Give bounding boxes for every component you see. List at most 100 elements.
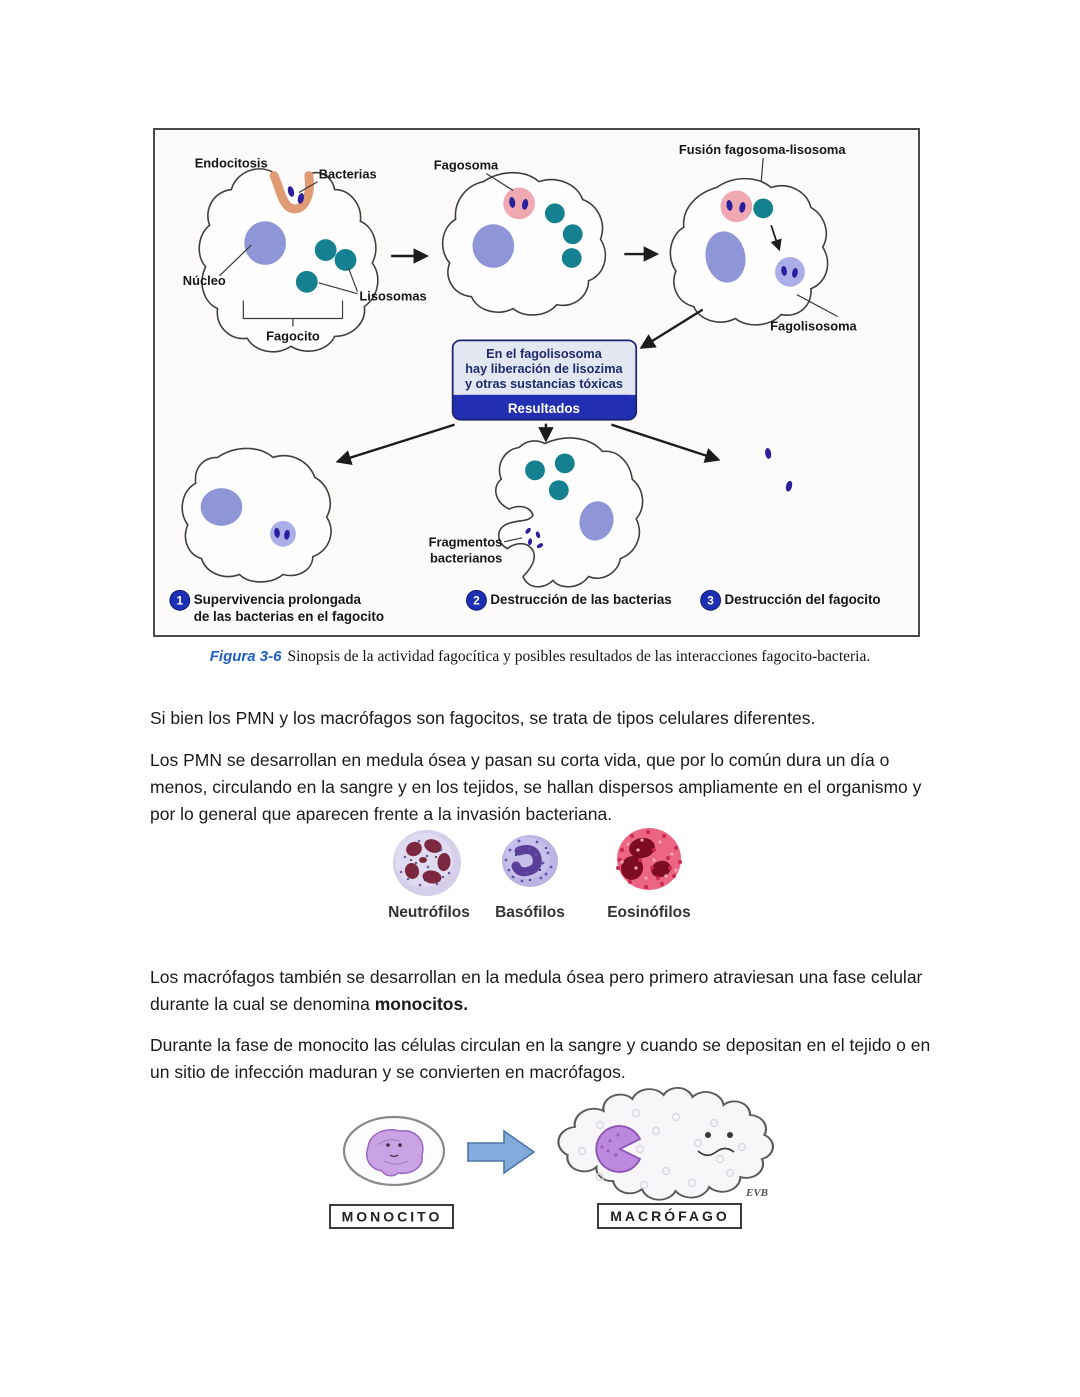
basophil-label: Basófilos — [495, 904, 565, 921]
phagosome — [503, 187, 536, 220]
legend-badge-1 — [169, 589, 191, 611]
outcome-cell-survival — [181, 447, 332, 583]
bacterium — [726, 199, 733, 211]
macrophage-cell: EVB — [557, 1086, 775, 1201]
fragmentos-label-line2: bacterianos — [430, 551, 502, 566]
monocitos-bold-term: monocitos. — [374, 993, 469, 1014]
svg-text:2: 2 — [473, 594, 480, 608]
svg-text:MACRÓFAGO: MACRÓFAGO — [610, 1207, 730, 1224]
fagolisosoma-label: Fagolisosoma — [770, 318, 857, 333]
lysosome — [314, 239, 337, 261]
lysosome — [562, 224, 583, 245]
fagocito-bracket — [242, 300, 344, 327]
arrow-cell3-to-box — [639, 308, 704, 349]
fagosoma-leader-line — [486, 173, 514, 192]
lysosome — [334, 249, 357, 271]
outcome-cell-destruction: Fragmentos bacterianos — [429, 437, 644, 588]
nucleo-leader-line — [219, 244, 252, 277]
legend-2-line1: Destrucción de las bacterias — [490, 592, 671, 607]
macrophage-nucleus — [595, 1125, 642, 1173]
result-box-line1: En el fagolisosoma — [486, 347, 603, 361]
eosinophil-cell — [616, 828, 682, 890]
figure-number-label: Figura 3-6 — [209, 648, 282, 665]
phagosome — [720, 190, 753, 223]
fusion-arrow — [770, 224, 782, 252]
figure-caption-text: Sinopsis de la actividad fagocítica y po… — [287, 648, 871, 665]
svg-text:MONOCITO: MONOCITO — [342, 1209, 443, 1225]
neutrophil-cell — [393, 830, 461, 896]
outcome-free-bacteria — [765, 448, 793, 492]
vacuole-with-bacteria — [270, 520, 296, 547]
lysosome — [295, 270, 318, 293]
nucleus — [200, 488, 243, 526]
svg-text:1: 1 — [177, 594, 184, 608]
basophil-cell — [502, 835, 558, 887]
phagolysosome — [775, 256, 805, 287]
macrophage-nucleus-dots — [600, 1133, 620, 1157]
result-box: En el fagolisosoma hay liberación de lis… — [451, 339, 638, 421]
legend-badge-3 — [700, 589, 722, 611]
bacterium — [284, 529, 290, 540]
nucleus — [579, 501, 614, 541]
fusion-leader-line — [760, 157, 764, 182]
bacterium — [781, 265, 787, 276]
bacterium — [765, 448, 772, 459]
phagocyte-cell-3: Fusión fagosoma-lisosoma Fagolisosoma — [669, 142, 858, 333]
legend-badge-2 — [466, 589, 487, 611]
lysosome — [544, 203, 565, 224]
lysosome — [525, 460, 545, 481]
fagocito-label: Fagocito — [266, 328, 320, 343]
lysosome — [561, 248, 582, 268]
monocyte-cell — [342, 1115, 446, 1187]
bacterial-fragments — [525, 527, 544, 549]
figure-3-6-panel: Endocitosis Bacterias Núcleo Lisosomas F… — [153, 128, 920, 637]
nucleus — [244, 221, 286, 265]
bacterium — [522, 199, 529, 210]
result-box-band: Resultados — [508, 401, 580, 416]
fragmentos-label-line1: Fragmentos — [429, 535, 503, 550]
fusion-label: Fusión fagosoma-lisosoma — [679, 142, 847, 157]
endocytosis-cup — [269, 171, 315, 214]
legend-1-line2: de las bacterias en el fagocito — [194, 609, 384, 624]
lisosomas-label: Lisosomas — [359, 289, 426, 304]
bacterium — [509, 197, 516, 208]
lisosomas-leader-line — [318, 267, 358, 295]
endocitosis-label: Endocitosis — [195, 156, 268, 171]
bacterium — [785, 480, 793, 492]
artist-signature: EVB — [745, 1187, 768, 1199]
lysosome — [554, 453, 575, 474]
macrophage-label-box: MACRÓFAGO — [597, 1203, 742, 1229]
phagocytosis-diagram: Endocitosis Bacterias Núcleo Lisosomas F… — [169, 142, 881, 624]
paragraph-pmn-lifecycle: Los PMN se desarrollan en medula ósea y … — [150, 749, 922, 824]
transition-arrow — [467, 1129, 536, 1175]
leukocytes-image: Neutrófilos Basófilos Eosinófilos — [388, 828, 691, 921]
lysosome — [753, 198, 774, 219]
nucleo-label: Núcleo — [183, 273, 226, 288]
paragraph-macrophage-development: Los macrófagos también se desarrollan en… — [150, 966, 923, 1014]
phagocyte-cell-2: Fagosoma — [434, 158, 607, 316]
figure-caption: Figura 3-6 Sinopsis de la actividad fagoc… — [0, 648, 1080, 666]
bacterium — [287, 186, 295, 197]
nucleus — [705, 231, 746, 283]
result-box-line3: y otras sustancias tóxicas — [465, 377, 623, 391]
paragraph-pmn-vs-macrophages: Si bien los PMN y los macrófagos son fag… — [150, 707, 816, 728]
legend-1-line1: Supervivencia prolongada — [194, 592, 362, 607]
arrow-box-downleft — [335, 423, 456, 466]
paragraph-monocyte-phase: Durante la fase de monocito las células … — [150, 1034, 931, 1082]
result-box-line2: hay liberación de lisozima — [465, 362, 623, 376]
eosinophil-label: Eosinófilos — [607, 904, 691, 921]
fagosoma-label: Fagosoma — [434, 158, 499, 173]
lysosome — [548, 480, 569, 501]
bacterias-label: Bacterias — [319, 167, 377, 182]
phagocyte-cell-1: Endocitosis Bacterias Núcleo Lisosomas F… — [183, 156, 427, 353]
bacterium — [297, 193, 304, 204]
svg-text:3: 3 — [707, 594, 714, 608]
nucleus — [472, 224, 515, 268]
figure-legend: 1 Supervivencia prolongada de las bacter… — [169, 589, 881, 624]
fragmentos-leader-line — [504, 537, 523, 543]
monocyte-face — [386, 1143, 402, 1158]
fagolisosoma-leader-line — [796, 294, 838, 318]
bacterium — [274, 527, 280, 538]
bacterias-leader-line — [298, 181, 319, 194]
